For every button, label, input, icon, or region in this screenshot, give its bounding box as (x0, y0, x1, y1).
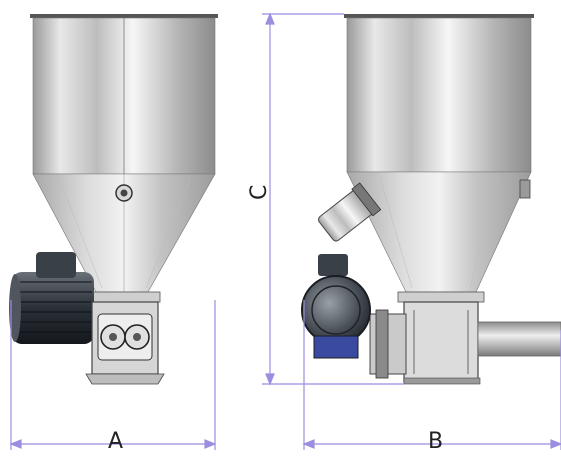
hopper-cone-side (346, 171, 532, 293)
feeder-housing-front (85, 301, 165, 385)
dimension-b-label: B (428, 429, 443, 454)
hopper-cylinder-side (346, 17, 532, 173)
motor-side (301, 254, 371, 359)
vibrator-motor (318, 182, 382, 242)
dimension-c-label: C (247, 185, 272, 200)
side-view: B C (247, 12, 561, 454)
hopper-rim-side (344, 14, 534, 18)
hopper-rim-front (30, 14, 218, 18)
front-view: A (9, 14, 218, 454)
outlet-flange-side (397, 291, 485, 303)
feeder-housing-side (403, 301, 479, 383)
dimension-a (9, 300, 217, 450)
dimension-b (302, 300, 561, 450)
outlet-flange-front (85, 291, 161, 303)
dimension-a-label: A (108, 429, 123, 454)
motor-front (9, 252, 94, 344)
dimension-c (262, 12, 404, 386)
discharge-pipe (477, 321, 561, 357)
